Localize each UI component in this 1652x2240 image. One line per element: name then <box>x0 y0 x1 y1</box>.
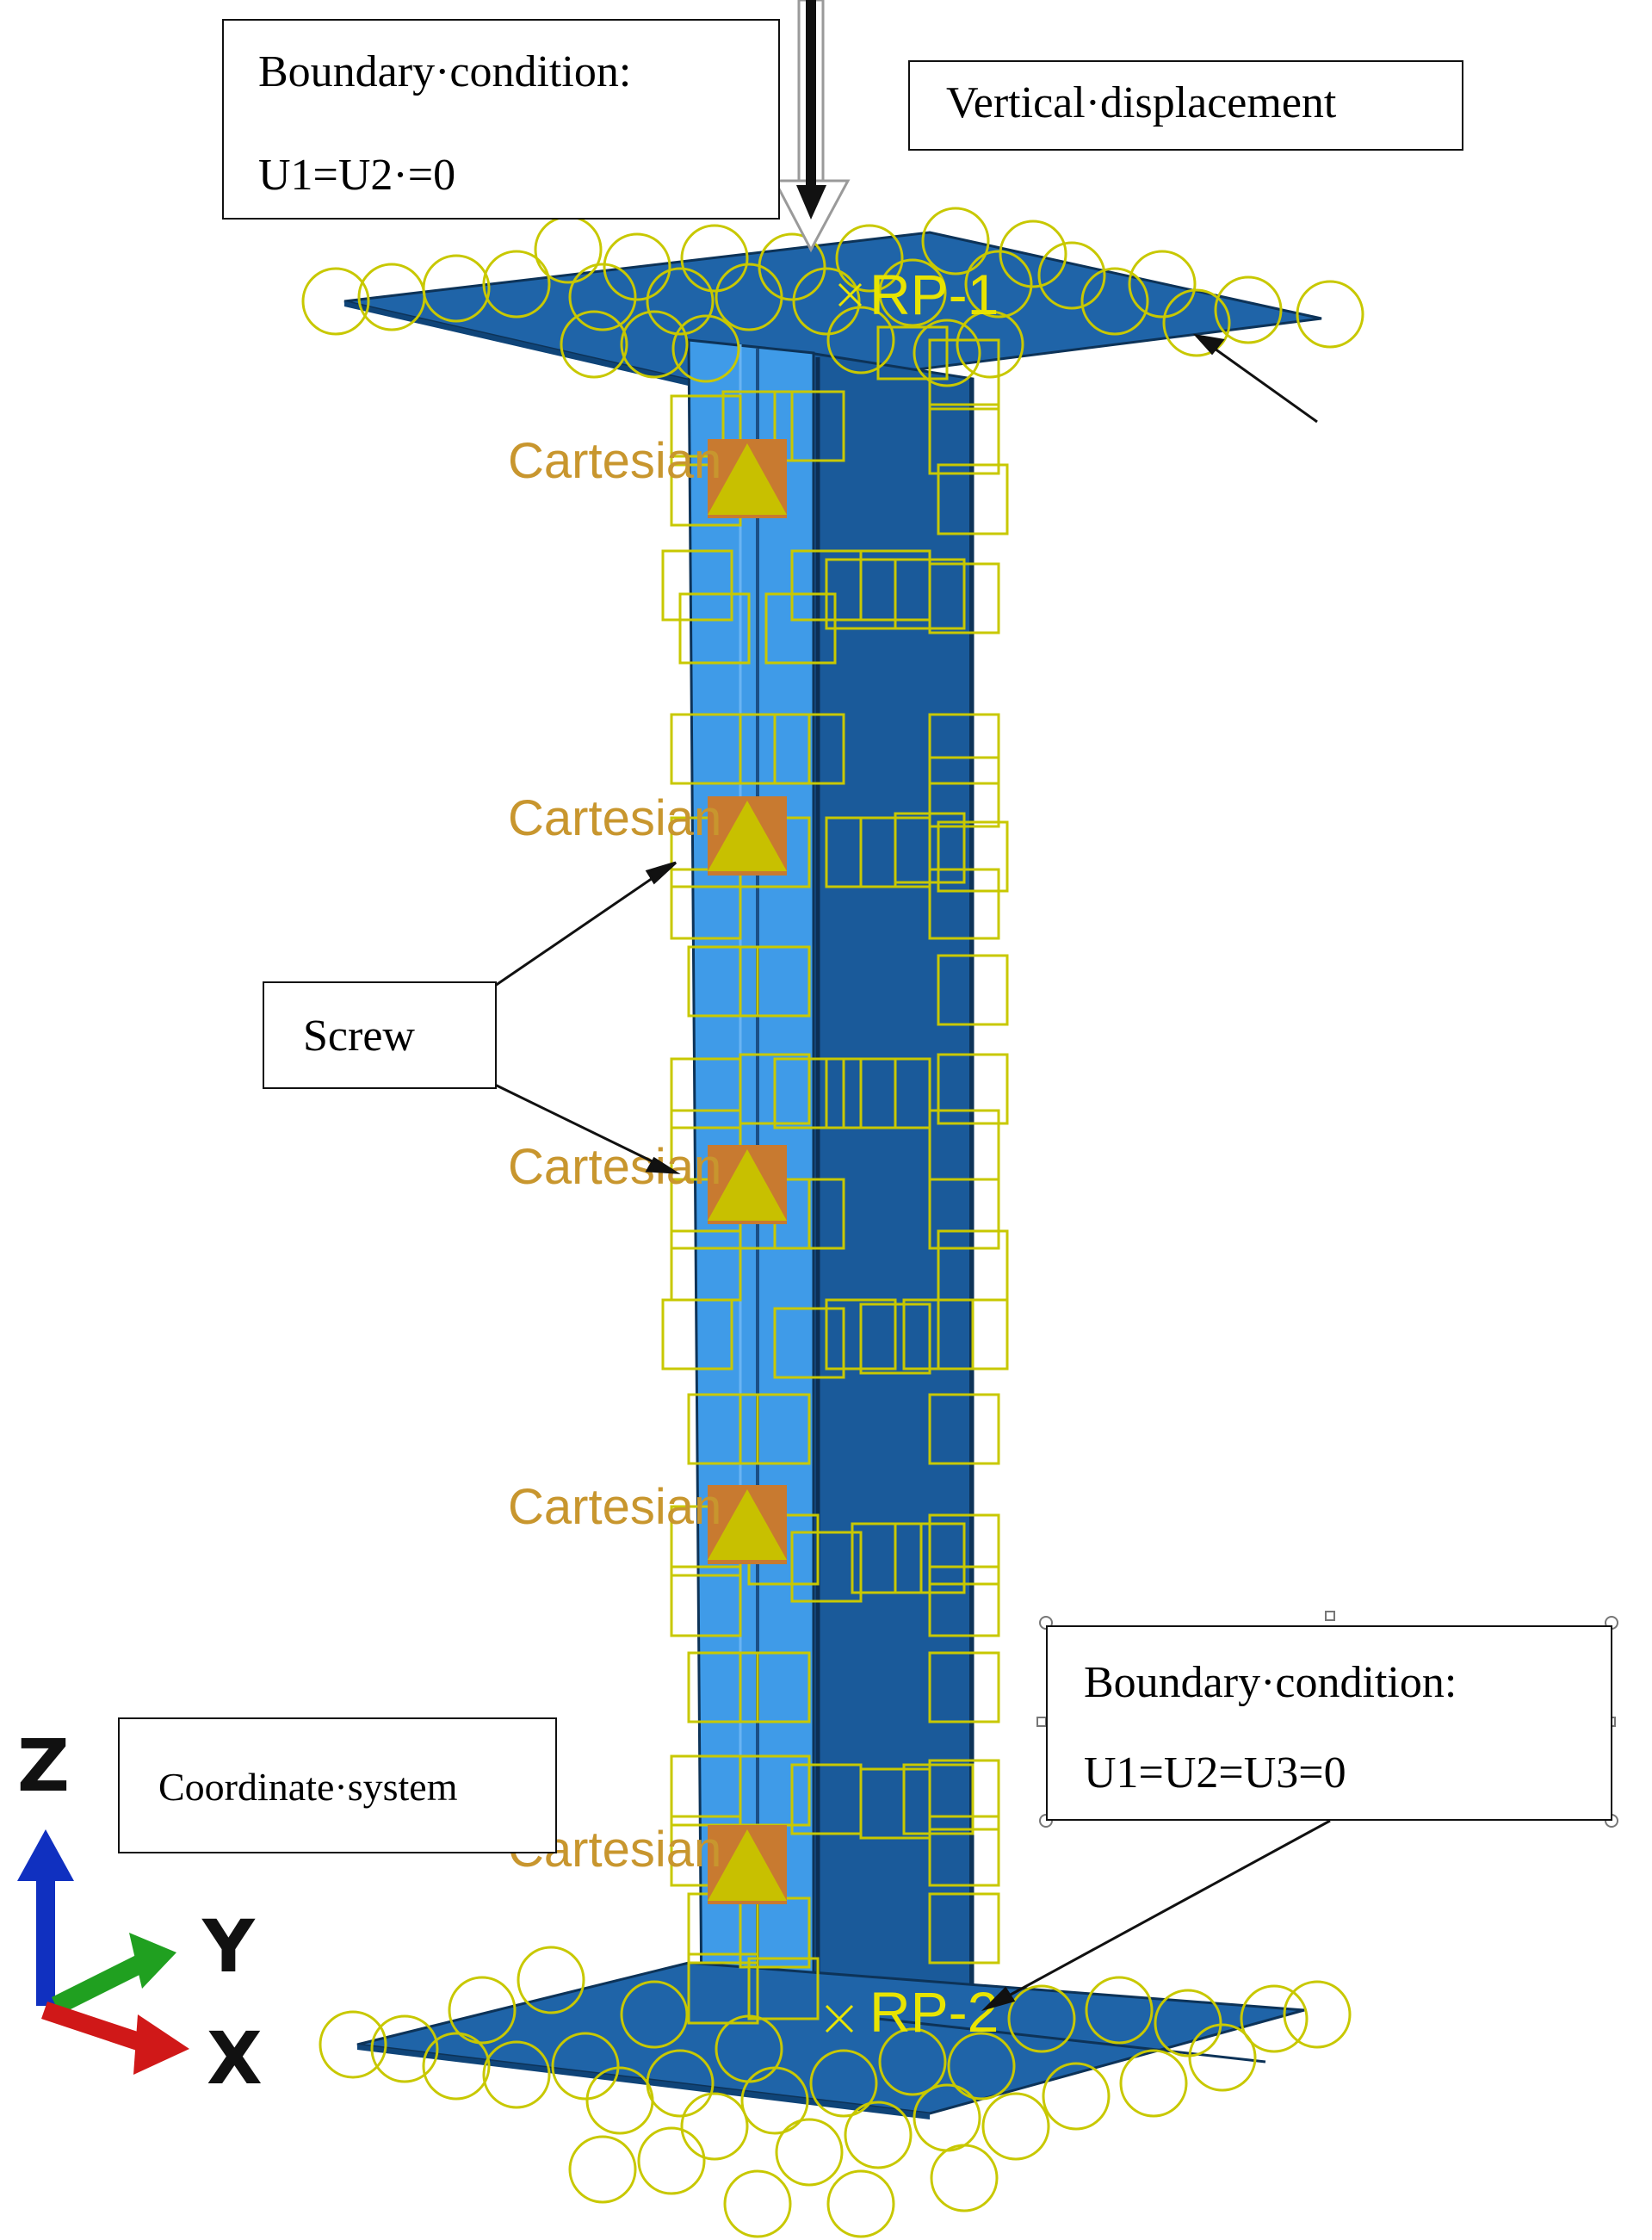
axis-z-label: Z <box>17 1723 70 1808</box>
csys-label-4: Cartesian <box>508 1479 721 1535</box>
csys-marker-2 <box>708 796 787 876</box>
bottom-coupling-circles <box>319 1946 1352 2238</box>
coordinate-system-label: Coordinate·system <box>158 1765 458 1809</box>
boundary-condition-bottom-value: U1=U2=U3=0 <box>1084 1748 1346 1798</box>
boundary-condition-top-callout: Boundary·condition: U1=U2·=0 <box>222 19 780 220</box>
vertical-displacement-label: Vertical·displacement <box>946 78 1337 127</box>
boundary-condition-top-title: Boundary·condition: <box>258 47 632 96</box>
csys-marker-5 <box>708 1825 787 1904</box>
csys-labels: Cartesian Cartesian Cartesian Cartesian … <box>508 433 721 1878</box>
leader-lines <box>494 333 1331 2011</box>
csys-marker-3 <box>708 1145 787 1224</box>
csys-marker-1 <box>708 439 787 518</box>
csys-label-1: Cartesian <box>508 433 721 489</box>
reference-point-top-label: RP-1 <box>869 263 999 326</box>
screw-label: Screw <box>303 1012 415 1061</box>
csys-markers <box>708 439 787 1904</box>
vertical-displacement-callout: Vertical·displacement <box>908 60 1463 151</box>
reference-point-bottom-label: RP-2 <box>869 1980 999 2044</box>
boundary-condition-bottom-callout: Boundary·condition: U1=U2=U3=0 <box>1046 1625 1612 1821</box>
reference-point-markers <box>825 282 863 2033</box>
csys-label-3: Cartesian <box>508 1139 721 1195</box>
csys-label-2: Cartesian <box>508 790 721 846</box>
coordinate-system-callout: Coordinate·system <box>118 1717 557 1853</box>
screw-callout: Screw <box>263 981 497 1089</box>
connector-boxes <box>661 325 1009 2025</box>
axis-x-label: X <box>207 2016 263 2101</box>
boundary-condition-top-value: U1=U2·=0 <box>258 151 456 200</box>
axis-y-label: Y <box>201 1904 256 1989</box>
vertical-displacement-arrow <box>772 0 851 253</box>
top-coupling-circles <box>301 207 1364 387</box>
coordinate-triad: Z Y X <box>17 1723 263 2101</box>
boundary-condition-bottom-title: Boundary·condition: <box>1084 1658 1457 1707</box>
csys-marker-4 <box>708 1485 787 1564</box>
